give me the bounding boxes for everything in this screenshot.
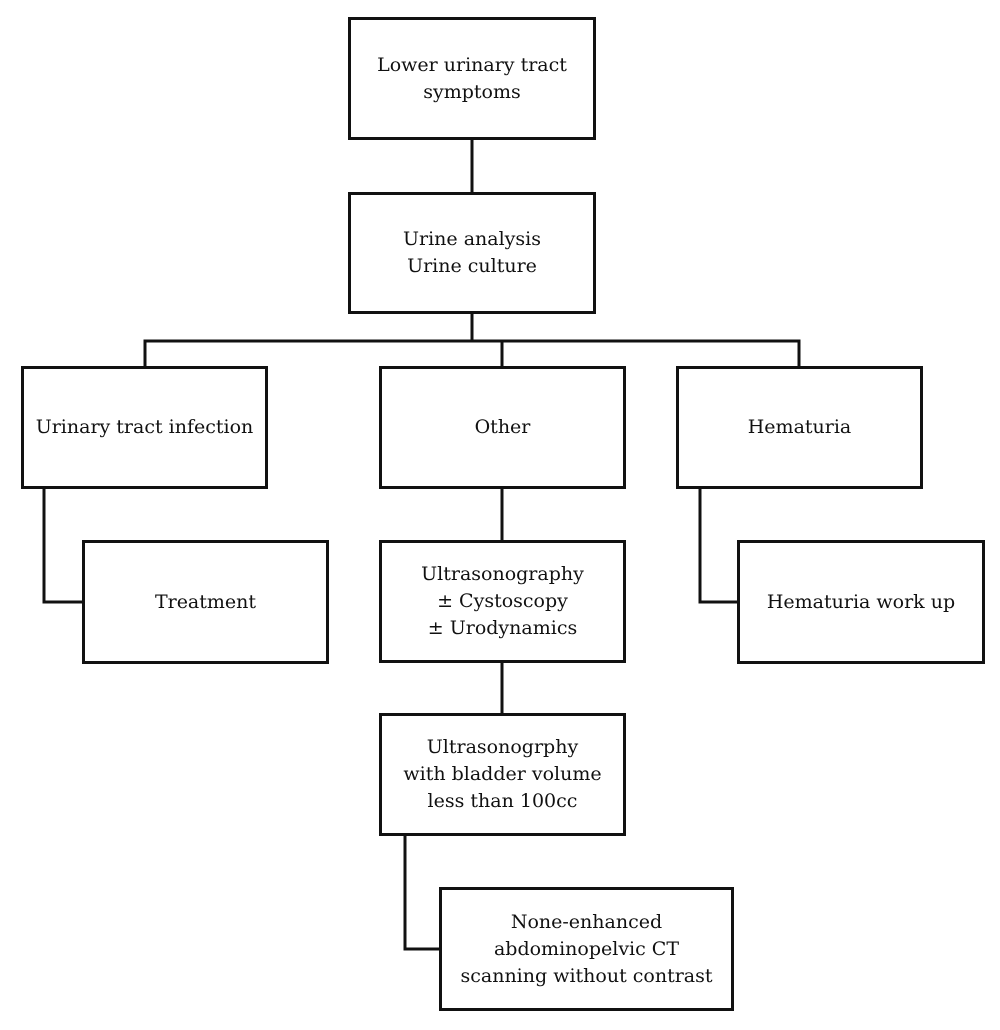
node-lower-urinary-tract-symptoms: Lower urinary tract symptoms bbox=[348, 17, 596, 140]
node-urine-analysis-culture: Urine analysis Urine culture bbox=[348, 192, 596, 314]
node-text-line: Hematuria bbox=[747, 416, 852, 438]
node-ultrasonography-bladder-volume: Ultrasonogrphy with bladder volume less … bbox=[379, 713, 626, 836]
node-other: Other bbox=[379, 366, 626, 489]
node-text-line: symptoms bbox=[423, 80, 521, 103]
node-text-line: None-enhanced bbox=[510, 910, 663, 933]
node-text-line: scanning without contrast bbox=[460, 964, 713, 987]
node-text-line: ± Cystoscopy bbox=[437, 590, 568, 612]
node-text-line: Urine culture bbox=[407, 255, 537, 277]
connector-uti-to-treatment bbox=[42, 487, 84, 604]
node-text-line: Treatment bbox=[154, 590, 257, 613]
node-text-line: ± Urodynamics bbox=[427, 617, 578, 639]
node-hematuria-work-up: Hematuria work up bbox=[737, 540, 985, 664]
connector-volume-to-ct bbox=[403, 834, 441, 951]
node-text-line: Ultrasonogrphy bbox=[426, 736, 579, 758]
node-text-line: Other bbox=[474, 416, 531, 438]
node-text-line: Lower urinary tract bbox=[377, 53, 567, 76]
node-urinary-tract-infection: Urinary tract infection bbox=[21, 366, 268, 489]
node-non-enhanced-ct-scan: None-enhanced abdominopelvic CT scanning… bbox=[439, 887, 734, 1011]
node-text-line: with bladder volume bbox=[403, 763, 602, 785]
node-ultrasonography-cystoscopy-urodynamics: Ultrasonography ± Cystoscopy ± Urodynami… bbox=[379, 540, 626, 663]
node-text-line: Ultrasonography bbox=[421, 563, 584, 585]
node-text-line: Urinary tract infection bbox=[35, 416, 254, 438]
node-hematuria: Hematuria bbox=[676, 366, 923, 489]
node-text-line: Hematuria work up bbox=[766, 590, 956, 613]
node-text-line: abdominopelvic CT bbox=[493, 937, 680, 960]
node-text-line: less than 100cc bbox=[427, 790, 578, 812]
connector-hematuria-to-workup bbox=[698, 487, 739, 604]
node-text-line: Urine analysis bbox=[403, 228, 541, 250]
node-treatment: Treatment bbox=[82, 540, 329, 664]
